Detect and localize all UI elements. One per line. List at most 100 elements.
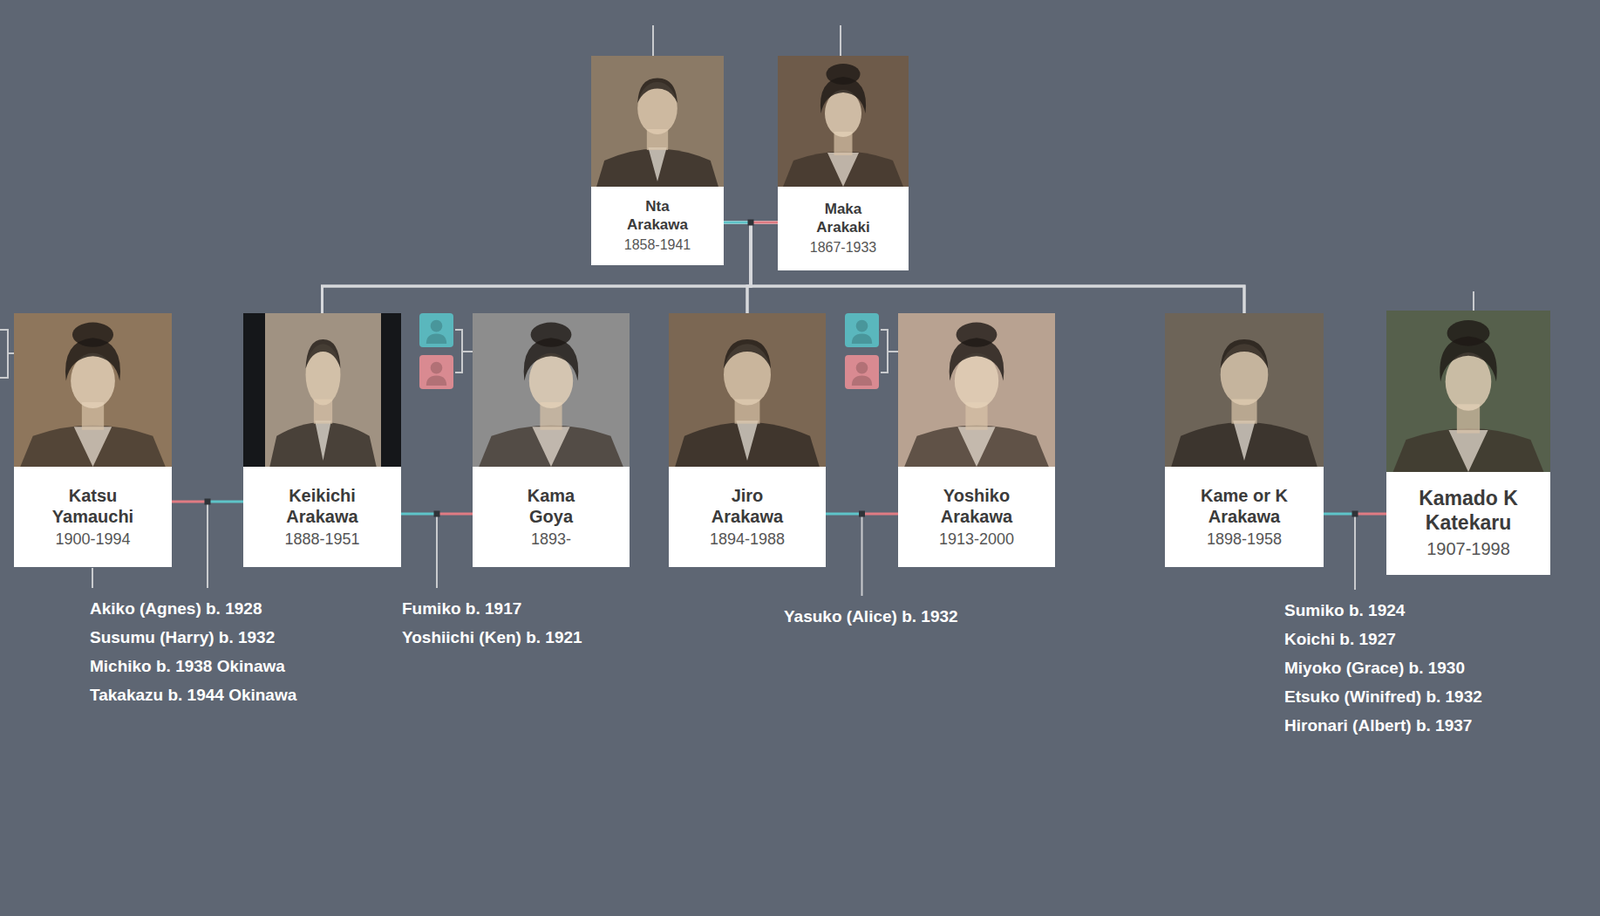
child-entry: Fumiko b. 1917: [401, 593, 522, 623]
female-icon: [419, 354, 454, 389]
life-dates: 1894-1988: [709, 529, 785, 550]
ancestor-stub: [839, 25, 842, 56]
portrait-figure: [1171, 339, 1317, 467]
children-leader: [861, 516, 864, 596]
children-leader: [91, 567, 94, 588]
person-card: Kamado K Katekaru1907-1998: [1386, 310, 1551, 575]
person-card: Kame or K Arakawa1898-1958: [1164, 313, 1324, 567]
portrait-figure: [269, 339, 376, 467]
male-icon-figure: [426, 320, 447, 344]
name-plate: Jiro Arakawa1894-1988: [668, 466, 826, 567]
name-plate: Keikichi Arakawa1888-1951: [243, 466, 402, 567]
life-dates: 1900-1994: [54, 529, 130, 550]
life-dates: 1907-1998: [1426, 537, 1511, 560]
person-card: Maka Arakaki1867-1933: [777, 55, 909, 271]
union-dot: [204, 498, 212, 505]
person-name: Maka Arakaki: [803, 200, 883, 237]
name-plate: Yoshiko Arakawa1913-2000: [898, 466, 1056, 567]
child-entry: Koichi b. 1927: [1284, 624, 1396, 654]
ancestor-stub: [652, 25, 654, 56]
photo-space: [243, 313, 402, 467]
child-entry: Etsuko (Winifred) b. 1932: [1284, 681, 1483, 711]
name-plate: Kame or K Arakawa1898-1958: [1164, 466, 1324, 567]
children-leader: [435, 516, 438, 588]
child-entry: Susumu (Harry) b. 1932: [89, 622, 275, 652]
photo-space: [1386, 310, 1551, 472]
photo-space: [1164, 313, 1324, 467]
photo-space: [13, 313, 172, 467]
portrait-figure: [904, 322, 1049, 467]
portrait-figure: [596, 78, 719, 188]
person-card: Nta Arakawa1858-1941: [591, 55, 724, 266]
male-icon-figure: [851, 320, 872, 344]
person-name: Kame or K Arakawa: [1196, 484, 1293, 527]
portrait-photo: [472, 313, 630, 467]
life-dates: 1913-2000: [939, 529, 1015, 550]
photo-space: [472, 313, 630, 467]
child-entry: Miyoko (Grace) b. 1930: [1284, 653, 1465, 682]
photo-space: [898, 313, 1056, 467]
life-dates: 1898-1958: [1206, 529, 1282, 550]
person-card: Keikichi Arakawa1888-1951: [243, 313, 402, 567]
portrait-photo: [1386, 310, 1551, 472]
union-dot: [858, 510, 865, 518]
portrait-photo: [898, 313, 1056, 467]
child-entry: Takakazu b. 1944 Okinawa: [89, 680, 297, 709]
name-plate: Kamado K Katekaru1907-1998: [1386, 471, 1551, 575]
portrait-photo: [13, 313, 172, 467]
child-entry: Akiko (Agnes) b. 1928: [89, 593, 262, 623]
child-entry: Hironari (Albert) b. 1937: [1284, 710, 1472, 740]
person-name: Katsu Yamauchi: [45, 484, 142, 527]
person-card: Katsu Yamauchi1900-1994: [13, 313, 172, 567]
child-entry: Yoshiichi (Ken) b. 1921: [401, 622, 583, 652]
female-icon-figure: [851, 361, 872, 386]
portrait-photo: [777, 55, 909, 187]
children-leader: [1354, 516, 1356, 590]
parent-bracket: [0, 329, 14, 378]
children-leader: [206, 503, 209, 588]
life-dates: 1893-: [531, 529, 572, 550]
photo-space: [668, 313, 826, 467]
name-plate: Maka Arakaki1867-1933: [777, 186, 909, 271]
ancestor-stub: [1472, 291, 1475, 311]
union-dot: [1352, 510, 1359, 518]
child-entry: Michiko b. 1938 Okinawa: [89, 651, 286, 681]
portrait-figure: [782, 63, 904, 187]
person-name: Yoshiko Arakawa: [928, 484, 1025, 527]
photo-space: [591, 55, 724, 187]
person-card: Yoshiko Arakawa1913-2000: [898, 313, 1056, 567]
portrait-photo: [1164, 313, 1324, 467]
female-icon: [844, 354, 879, 389]
person-name: Kama Goya: [511, 484, 591, 527]
person-name: Keikichi Arakawa: [274, 484, 371, 527]
person-card: Kama Goya1893-: [472, 313, 630, 567]
name-plate: Katsu Yamauchi1900-1994: [13, 466, 172, 567]
name-plate: Nta Arakawa1858-1941: [591, 186, 724, 266]
photo-border: [381, 313, 402, 467]
child-entry: Yasuko (Alice) b. 1932: [783, 601, 959, 631]
male-icon: [844, 313, 879, 348]
portrait-figure: [674, 339, 820, 467]
portrait-figure: [1393, 320, 1545, 472]
life-dates: 1867-1933: [810, 238, 878, 257]
portrait-photo: [243, 313, 402, 467]
portrait-figure: [478, 322, 624, 467]
name-plate: Kama Goya1893-: [472, 466, 630, 567]
person-name: Kamado K Katekaru: [1402, 486, 1534, 535]
life-dates: 1888-1951: [284, 529, 360, 550]
portrait-figure: [20, 322, 166, 467]
photo-space: [777, 55, 909, 187]
photo-border: [243, 313, 266, 467]
person-name: Jiro Arakawa: [699, 484, 796, 527]
parent-bracket: [455, 329, 473, 373]
portrait-photo: [668, 313, 826, 467]
life-dates: 1858-1941: [624, 236, 692, 254]
portrait-photo: [591, 55, 724, 187]
person-card: Jiro Arakawa1894-1988: [668, 313, 826, 567]
child-entry: Sumiko b. 1924: [1284, 595, 1405, 625]
female-icon-figure: [426, 361, 447, 386]
union-dot: [434, 510, 441, 518]
